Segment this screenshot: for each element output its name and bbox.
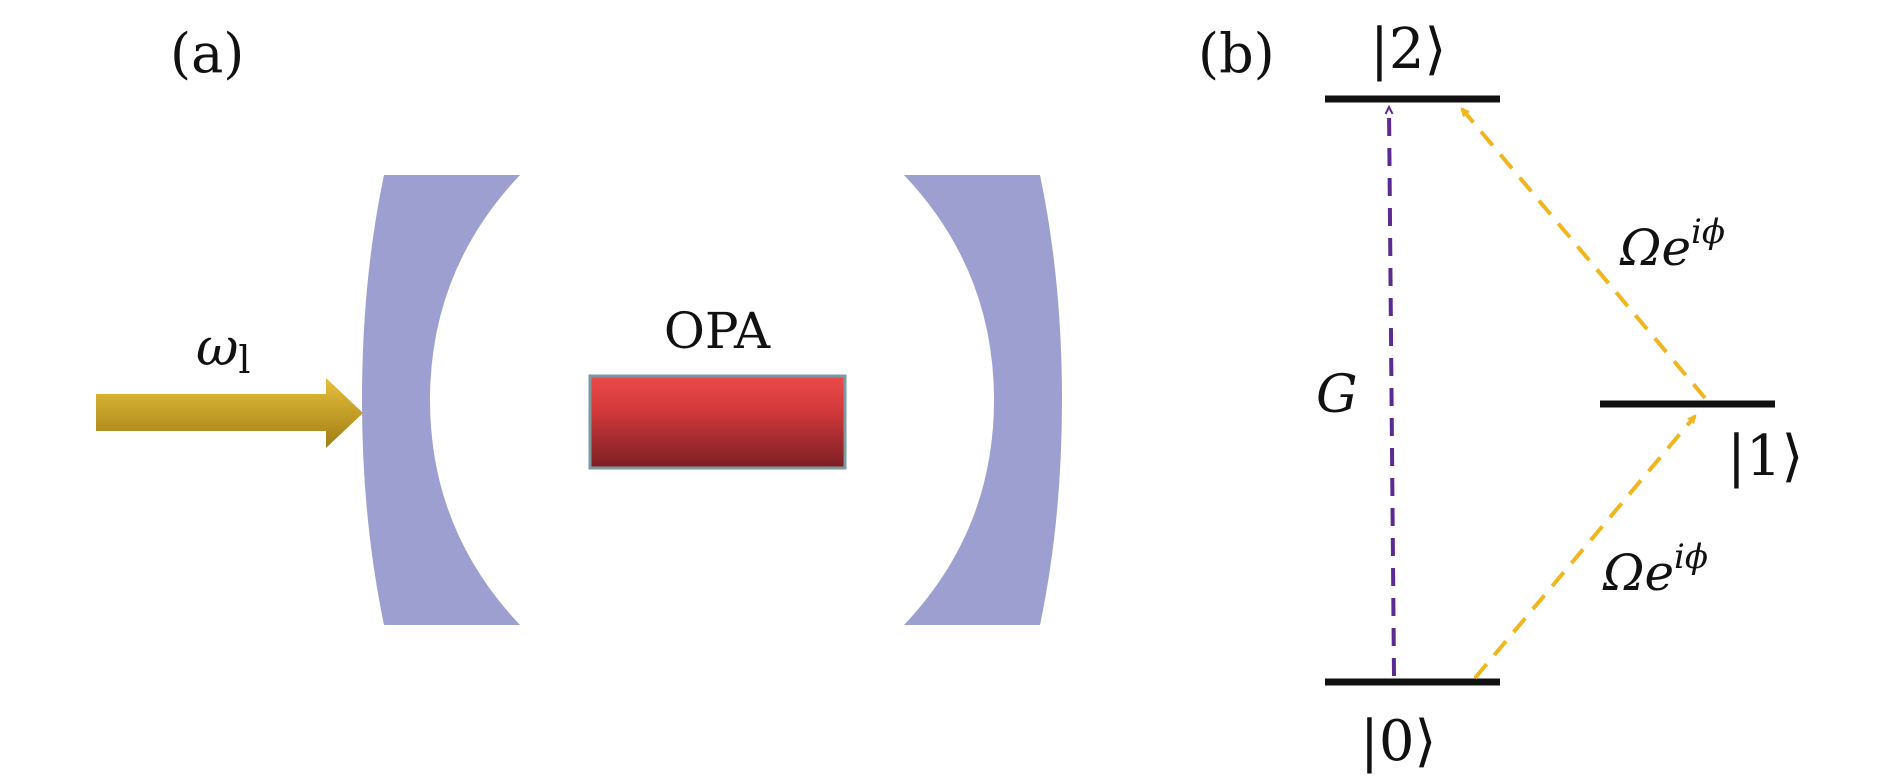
ket-1-label: |1⟩ — [1727, 424, 1803, 489]
transition-g-arrow — [1389, 107, 1396, 677]
omega-subscript: l — [238, 338, 250, 382]
ket-0-label: |0⟩ — [1360, 709, 1436, 774]
ket-0-number: 0 — [1379, 709, 1415, 774]
transition-g-label: G — [1316, 365, 1358, 425]
right-mirror — [904, 175, 1062, 625]
opa-label: OPA — [664, 302, 771, 360]
transition-omega-lower-label: Ωeiϕ — [1602, 537, 1708, 602]
transition-omega-upper-label: Ωeiϕ — [1619, 212, 1725, 277]
left-mirror — [362, 175, 520, 625]
ket-2-number: 2 — [1389, 17, 1425, 82]
ket-1-number: 1 — [1746, 424, 1782, 489]
input-beam-label: ωl — [196, 318, 251, 382]
panel-a: (a) ωl OPA — [96, 22, 1062, 625]
opa-crystal — [588, 374, 847, 470]
input-beam-arrow — [96, 378, 363, 448]
omega-symbol: ω — [196, 318, 238, 378]
panel-b-label: (b) — [1198, 22, 1275, 85]
transition-omega-upper-arrow — [1460, 109, 1707, 400]
omega-upper-sup: iϕ — [1691, 212, 1725, 252]
omega-upper-main: Ωe — [1619, 219, 1691, 277]
panel-a-label: (a) — [170, 22, 244, 85]
transition-omega-lower-arrow — [1473, 416, 1697, 680]
omega-lower-sup: iϕ — [1674, 537, 1708, 577]
ket-2-label: |2⟩ — [1370, 17, 1446, 82]
omega-lower-main: Ωe — [1602, 544, 1674, 602]
panel-b: (b) |2⟩ |1⟩ |0⟩ G Ωeiϕ Ωeiϕ — [1198, 17, 1803, 774]
